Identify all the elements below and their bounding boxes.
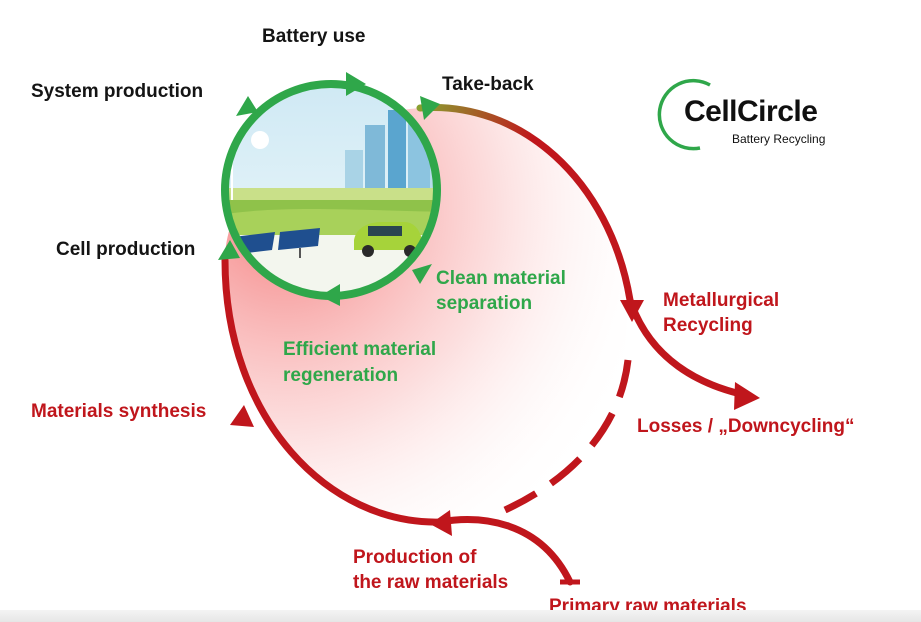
- label-production-raw-2: the raw materials: [353, 572, 509, 593]
- battery-use-arrowhead: [346, 72, 366, 96]
- logo-subtitle: Battery Recycling: [732, 132, 826, 146]
- separation-arrowhead: [412, 264, 432, 284]
- label-materials-synthesis: Materials synthesis: [31, 401, 207, 422]
- label-system-production: System production: [31, 81, 204, 102]
- label-clean-material-2: separation: [436, 293, 533, 314]
- label-metallurgical-2: Recycling: [663, 315, 753, 336]
- label-clean-material-1: Clean material: [436, 268, 566, 289]
- city-illustration: [228, 87, 434, 293]
- label-take-back: Take-back: [442, 74, 534, 95]
- take-back-arrowhead: [420, 96, 440, 120]
- regeneration-arrowhead: [320, 284, 340, 306]
- label-production-raw-1: Production of: [353, 547, 477, 568]
- label-efficient-regeneration-1: Efficient material: [283, 339, 437, 360]
- label-efficient-regeneration-2: regeneration: [283, 365, 399, 386]
- losses-arrowhead: [734, 382, 760, 410]
- label-metallurgical-1: Metallurgical: [663, 290, 780, 311]
- label-battery-use: Battery use: [262, 26, 366, 47]
- bottom-edge-bar: [0, 610, 921, 622]
- production-arrowhead: [430, 510, 452, 536]
- label-losses: Losses / „Downcycling“: [637, 416, 855, 437]
- synthesis-arrowhead: [230, 405, 254, 427]
- label-cell-production: Cell production: [56, 239, 196, 260]
- metallurgical-arrowhead: [620, 300, 644, 322]
- metallurgical-recycling-arc: [416, 103, 749, 399]
- logo-name: CellCircle: [684, 95, 818, 128]
- dashed-return-path: [503, 359, 632, 514]
- raw-material-loop-arc: [221, 256, 574, 586]
- logo-arc-icon: [657, 78, 711, 151]
- system-production-arrowhead: [236, 96, 258, 116]
- cell-production-arrowhead: [218, 240, 240, 260]
